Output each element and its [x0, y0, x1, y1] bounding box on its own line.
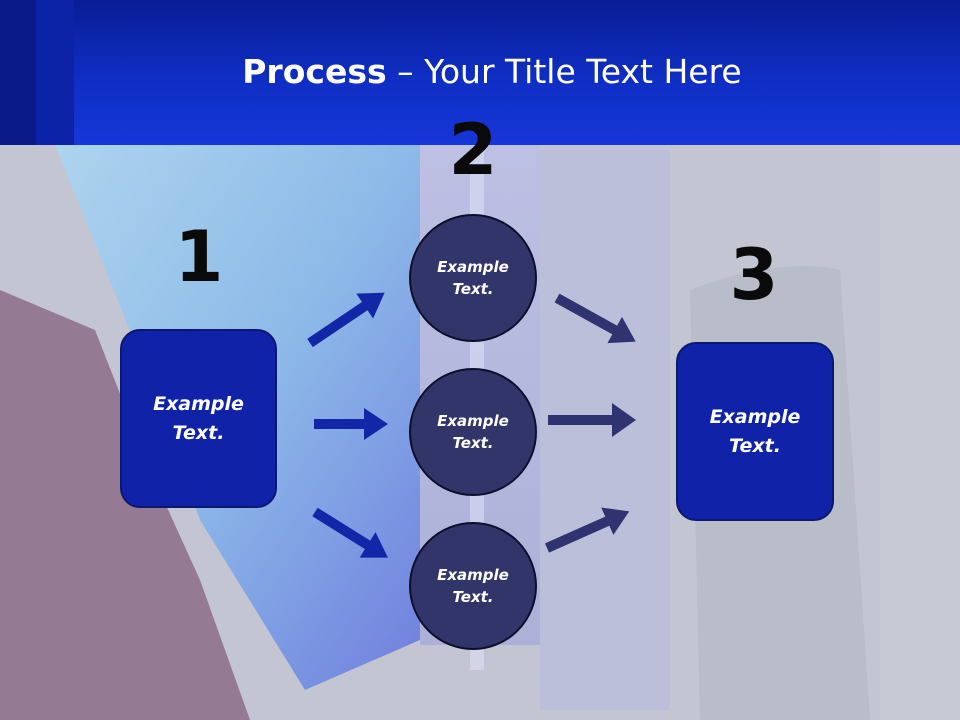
step2-circle-top[interactable]: Example Text. — [409, 214, 537, 342]
arrow-left-straight — [314, 408, 388, 440]
step-number-3: 3 — [729, 234, 779, 316]
slide-title[interactable]: Process – Your Title Text Here — [0, 52, 960, 91]
circle-text-line: Example — [437, 411, 509, 430]
arrow-left-down — [312, 507, 388, 558]
box-text-line: Text. — [172, 421, 225, 444]
step-number-2: 2 — [448, 109, 498, 191]
title-rest: – Your Title Text Here — [386, 52, 742, 91]
circle-text-line: Text. — [452, 588, 494, 606]
step3-box-text: Example Text. — [710, 403, 801, 460]
circle-text: Example Text. — [437, 410, 509, 455]
circle-text-line: Text. — [452, 280, 494, 298]
title-bold: Process — [242, 52, 387, 91]
step1-box[interactable]: Example Text. — [120, 329, 277, 508]
step3-box[interactable]: Example Text. — [676, 342, 834, 521]
circle-text-line: Example — [437, 565, 509, 584]
box-text-line: Text. — [729, 434, 781, 457]
circle-text: Example Text. — [437, 256, 509, 301]
right-arrows — [544, 293, 636, 553]
arrow-left-up — [307, 292, 385, 348]
header-accent-strip — [0, 0, 36, 145]
arrow-right-straight — [548, 403, 636, 437]
arrow-right-up — [544, 507, 630, 553]
box-text-line: Example — [153, 393, 244, 415]
header-accent-strip — [36, 0, 74, 145]
step2-circle-middle[interactable]: Example Text. — [409, 368, 537, 496]
step-number-1: 1 — [174, 216, 224, 298]
header-band — [0, 0, 960, 145]
step1-box-text: Example Text. — [153, 390, 244, 447]
circle-text: Example Text. — [437, 564, 509, 609]
step2-circle-bottom[interactable]: Example Text. — [409, 522, 537, 650]
arrow-right-down — [554, 293, 636, 344]
circle-text-line: Text. — [452, 434, 494, 452]
box-text-line: Example — [709, 406, 801, 428]
circle-text-line: Example — [437, 257, 509, 276]
left-arrows — [307, 292, 388, 558]
